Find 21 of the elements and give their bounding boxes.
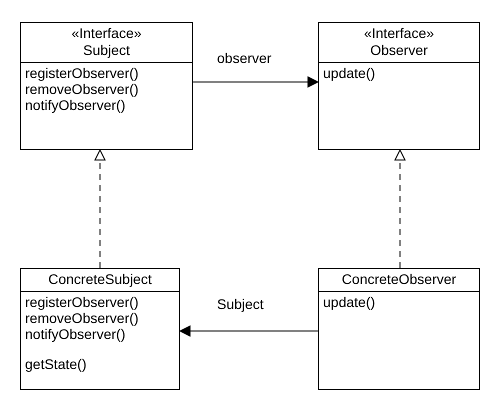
- association-arrow: [180, 326, 318, 336]
- method-list: registerObserver() removeObserver() notifyObserver(): [25, 294, 160, 342]
- class-box: [20, 268, 180, 390]
- class-box: [318, 268, 480, 390]
- realization-arrow: [94, 150, 106, 268]
- edge-label: Subject: [215, 296, 266, 312]
- method-list: update(): [323, 294, 458, 310]
- class-name: Subject: [82, 42, 131, 59]
- realization-arrow: [394, 150, 406, 268]
- class-name: Observer: [369, 42, 429, 59]
- method-list: registerObserver() removeObserver() notifyObserver(): [25, 65, 160, 113]
- class-box: [20, 22, 193, 150]
- association-arrow: [192, 76, 318, 88]
- class-name: ConcreteObserver: [340, 271, 458, 288]
- stereotype: «Interface»: [70, 25, 143, 42]
- class-name: ConcreteSubject: [47, 271, 153, 288]
- stereotype: «Interface»: [362, 25, 436, 42]
- class-box: [318, 22, 480, 150]
- method-list: update(): [323, 65, 458, 81]
- method-list: getState(): [25, 356, 160, 372]
- edge-label: observer: [215, 50, 274, 66]
